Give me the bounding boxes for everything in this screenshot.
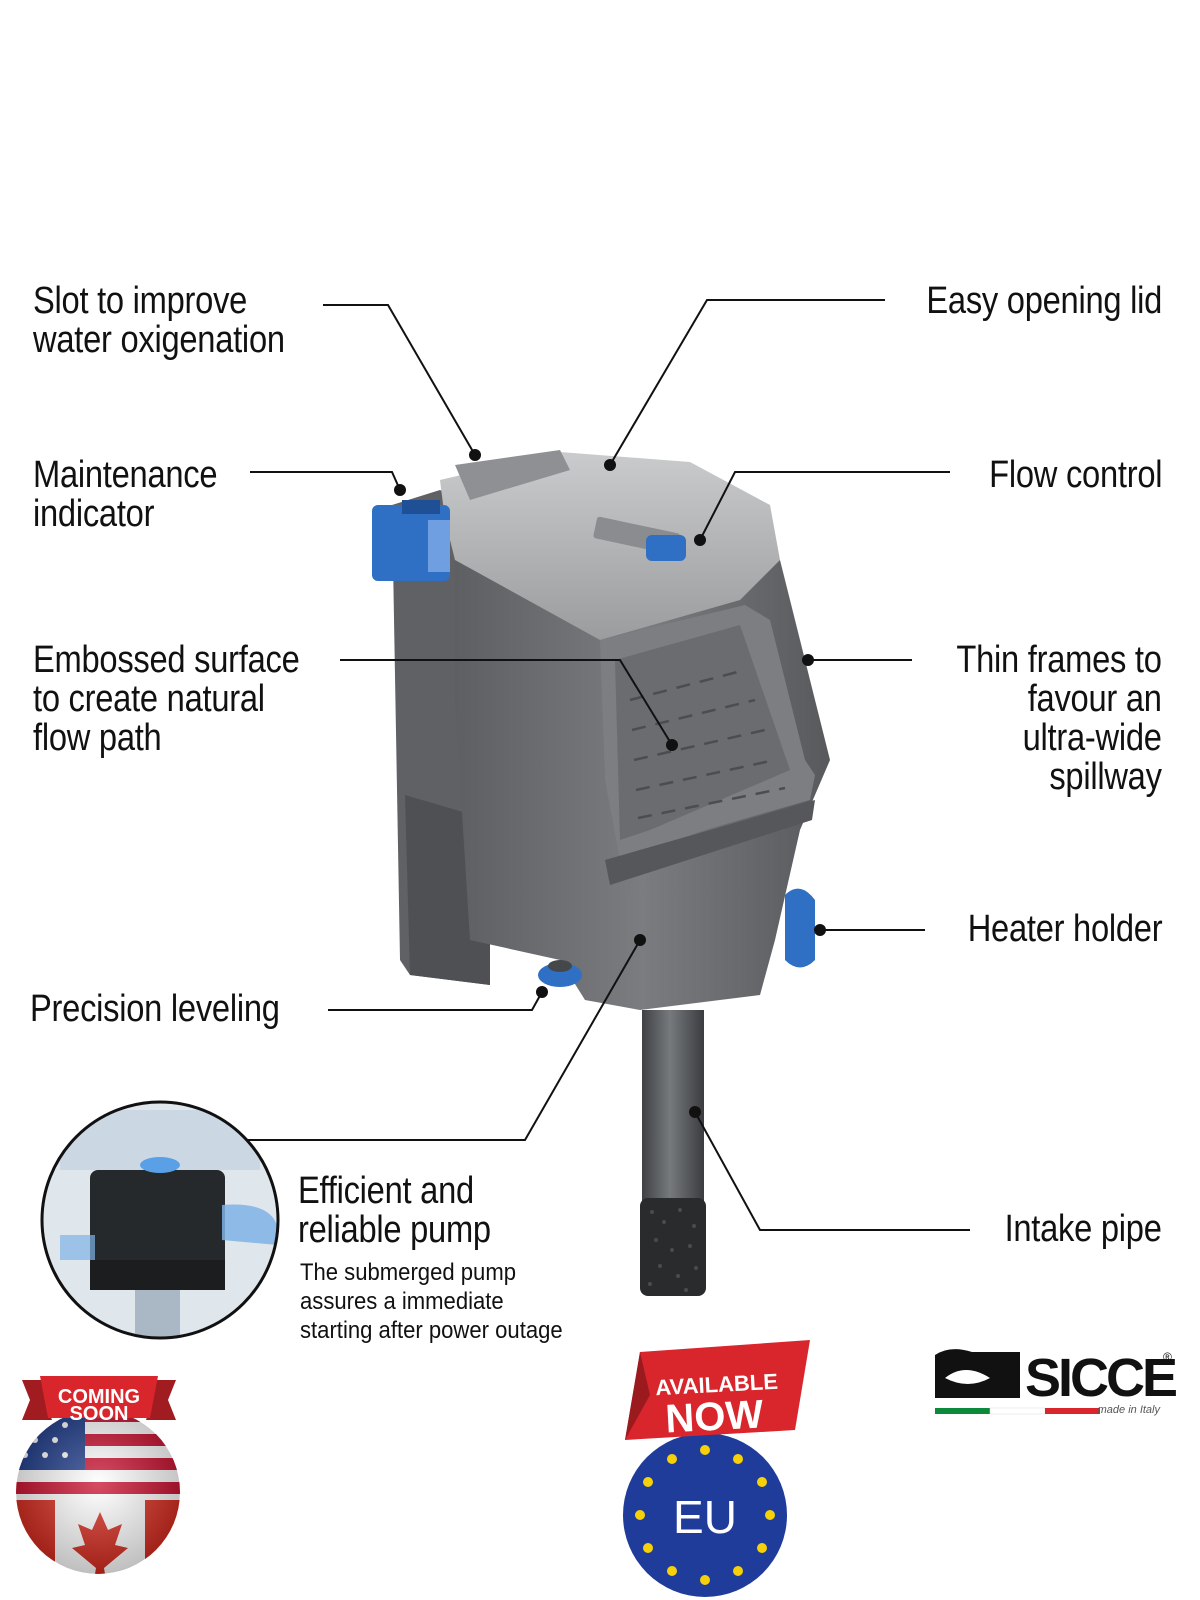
callout-slot: Slot to improve water oxigenation [33,280,285,361]
heater-holder-shape [785,888,815,968]
coming-soon-line1: COMING [58,1386,140,1408]
filter-lid [440,452,780,640]
leader-dots [394,449,826,1118]
callout-frames: Thin frames to favour an ultra-wide spil… [956,639,1163,798]
available-now-badge [623,1340,810,1597]
eu-stars [635,1445,775,1585]
eu-flag [623,1433,787,1597]
coming-soon-line2: SOON [70,1403,129,1425]
leader-pump [240,939,641,1141]
leader-flow [699,471,950,541]
oxygenation-slot [455,450,570,500]
leveling-foot [538,963,582,987]
embossed-surface-shape [615,625,790,840]
brand-tagline: made in Italy [1098,1404,1162,1416]
callout-heater: Heater holder [967,908,1162,950]
leader-maintenance [250,471,401,491]
pump-block [90,1170,225,1270]
sicce-logo [935,1349,1100,1415]
available-line2: NOW [664,1392,764,1441]
eu-label: EU [673,1491,737,1543]
leader-slot [323,304,476,456]
callout-pump-title: Efficient and reliable pump [298,1170,491,1251]
intake-sponge [640,1198,706,1296]
brand-name: SICCE [1025,1348,1176,1408]
spillway-lip [605,800,815,885]
flow-control-knob [646,535,686,561]
leader-lines [240,299,970,1231]
pump-detail-circle [40,1100,280,1340]
callout-flow: Flow control [988,454,1162,496]
filter-illustration [372,450,830,1296]
available-ribbon [625,1340,810,1440]
sponge-texture [648,1208,698,1292]
leader-embossed [340,659,673,746]
callout-embossed: Embossed surface to create natural flow … [33,639,300,759]
callout-leveling: Precision leveling [30,988,280,1030]
leader-leveling [328,991,543,1011]
callout-pump-description: The submerged pump assures a immediate s… [300,1259,563,1344]
callout-lid: Easy opening lid [926,280,1162,322]
brand-registered: ® [1163,1350,1172,1364]
leader-intake [694,1111,970,1231]
callout-intake: Intake pipe [1004,1208,1162,1250]
embossed-pattern [629,668,786,820]
leader-lid [609,299,885,466]
callout-maintenance: Maintenance indicator [33,454,218,535]
